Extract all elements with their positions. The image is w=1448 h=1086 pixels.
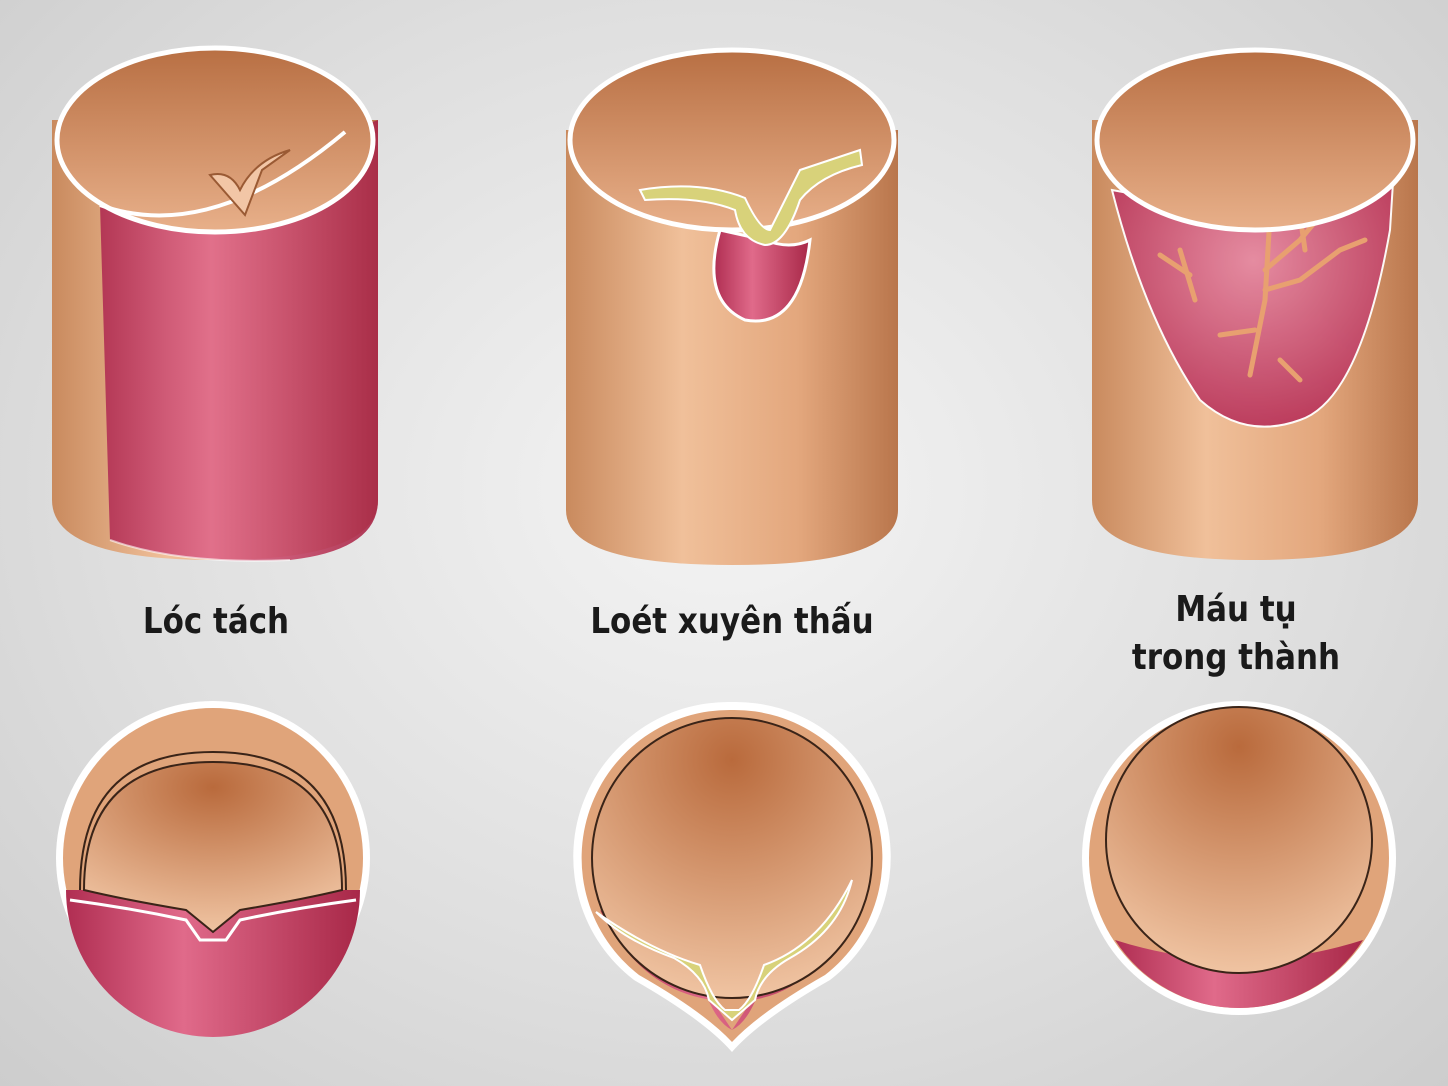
- intimal-flap: [208, 149, 291, 217]
- dissection-cross-section: [56, 701, 370, 1037]
- label-dissection-text: Lóc tách: [142, 601, 290, 642]
- cross-section-lumen: [591, 717, 873, 999]
- label-ulcer-text: Loét xuyên thấu: [590, 601, 874, 642]
- dissection-vessel-illustration: [52, 45, 378, 562]
- plaque-deposit: [595, 879, 853, 1022]
- hematoma-vessel-illustration: [1092, 47, 1418, 560]
- label-hematoma-line2: trong thành: [1131, 637, 1341, 678]
- cross-section-lumen: [82, 760, 344, 934]
- label-intramural-hematoma: Máu tụ trong thành: [1107, 586, 1365, 682]
- plaque-deposit: [638, 148, 864, 247]
- label-penetrating-ulcer: Loét xuyên thấu: [560, 598, 904, 646]
- label-dissection: Lóc tách: [87, 598, 345, 646]
- ulcer-vessel-illustration: [566, 47, 898, 565]
- cross-section-lumen: [1105, 706, 1373, 974]
- vasa-vasorum: [1157, 207, 1368, 383]
- ulcer-pouch: [712, 228, 812, 323]
- label-hematoma-line1: Máu tụ: [1175, 589, 1297, 630]
- ulcer-cross-section: [573, 701, 891, 1052]
- hematoma-cross-section: [1082, 701, 1396, 1015]
